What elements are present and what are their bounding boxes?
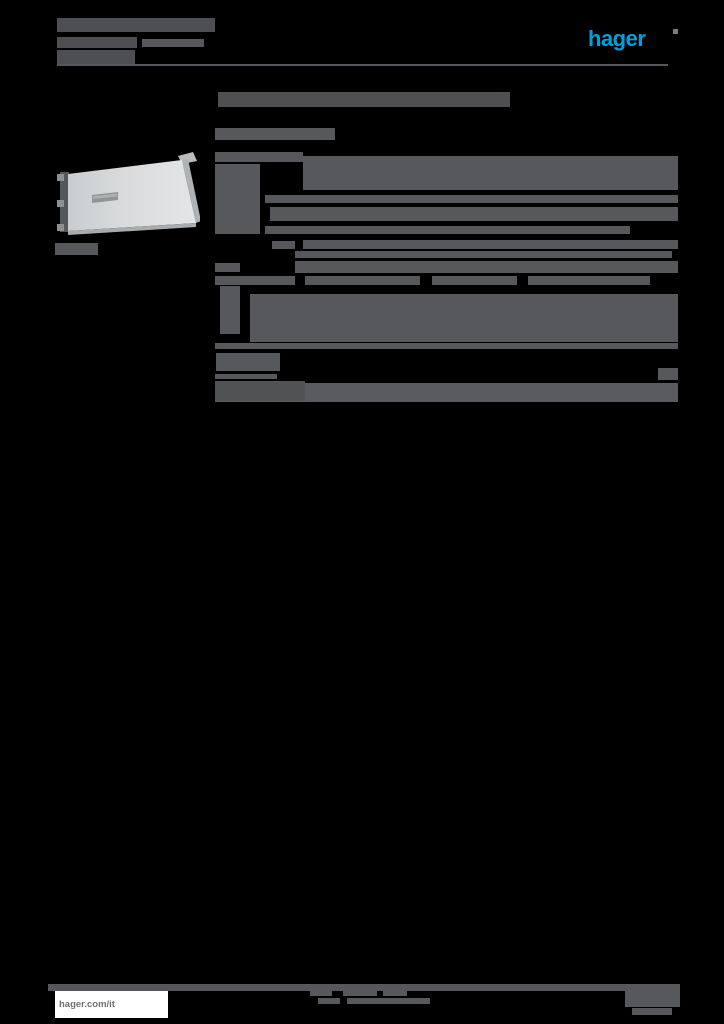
product-title-redacted xyxy=(218,92,510,107)
footer-text-redacted xyxy=(383,990,407,996)
doc-title-line3-redacted xyxy=(57,50,135,64)
doc-title-line1-redacted xyxy=(57,18,215,32)
panel-front-face xyxy=(68,160,196,231)
footer-text-redacted xyxy=(310,990,332,996)
footer-rule-bar xyxy=(48,984,680,991)
spec-row-redacted xyxy=(270,207,678,221)
text-segment-redacted xyxy=(305,276,420,285)
doc-title-line2-regular-redacted xyxy=(142,39,204,47)
paragraph-block-redacted xyxy=(250,294,678,342)
hager-logo: hager xyxy=(588,26,646,51)
footer-website-box: hager.com/it xyxy=(55,991,168,1018)
doc-title-line2-bold-redacted xyxy=(57,37,137,48)
spec-row-redacted xyxy=(265,226,630,234)
product-code-redacted xyxy=(55,243,98,255)
text-segment-redacted xyxy=(528,276,650,285)
panel-hinge-rail xyxy=(60,172,69,232)
footer-website-link[interactable]: hager.com/it xyxy=(59,999,115,1010)
section2-label-redacted xyxy=(215,374,277,379)
text-segment-redacted xyxy=(432,276,517,285)
spec-label-redacted xyxy=(272,241,295,249)
spec-row-redacted xyxy=(265,195,678,203)
section1-heading-redacted xyxy=(215,128,335,140)
footer-text-redacted xyxy=(343,990,377,996)
registered-trademark-icon xyxy=(673,29,678,34)
spec-value-block-redacted xyxy=(303,156,678,190)
footer-text-redacted xyxy=(347,998,430,1004)
footer-text-redacted xyxy=(318,998,340,1004)
spec-label-redacted xyxy=(215,263,240,272)
section2-heading-redacted xyxy=(216,353,280,371)
list-marker-column-redacted xyxy=(220,286,240,334)
product-photo xyxy=(57,152,200,235)
spec-row-redacted xyxy=(295,251,672,258)
section2-wide-row-redacted xyxy=(215,383,678,402)
spec-label-redacted xyxy=(215,152,303,162)
spec-row-redacted xyxy=(303,240,678,249)
spec-row-redacted xyxy=(295,261,678,273)
header-rule xyxy=(57,64,668,66)
section2-left-block-redacted xyxy=(215,381,305,401)
section2-value-right-redacted xyxy=(658,368,678,380)
footer-right-block-redacted xyxy=(625,991,680,1007)
text-segment-redacted xyxy=(215,276,295,285)
footer-right-line-redacted xyxy=(632,1008,672,1015)
paragraph-last-line-redacted xyxy=(215,343,678,349)
spec-left-column-redacted xyxy=(215,164,260,234)
